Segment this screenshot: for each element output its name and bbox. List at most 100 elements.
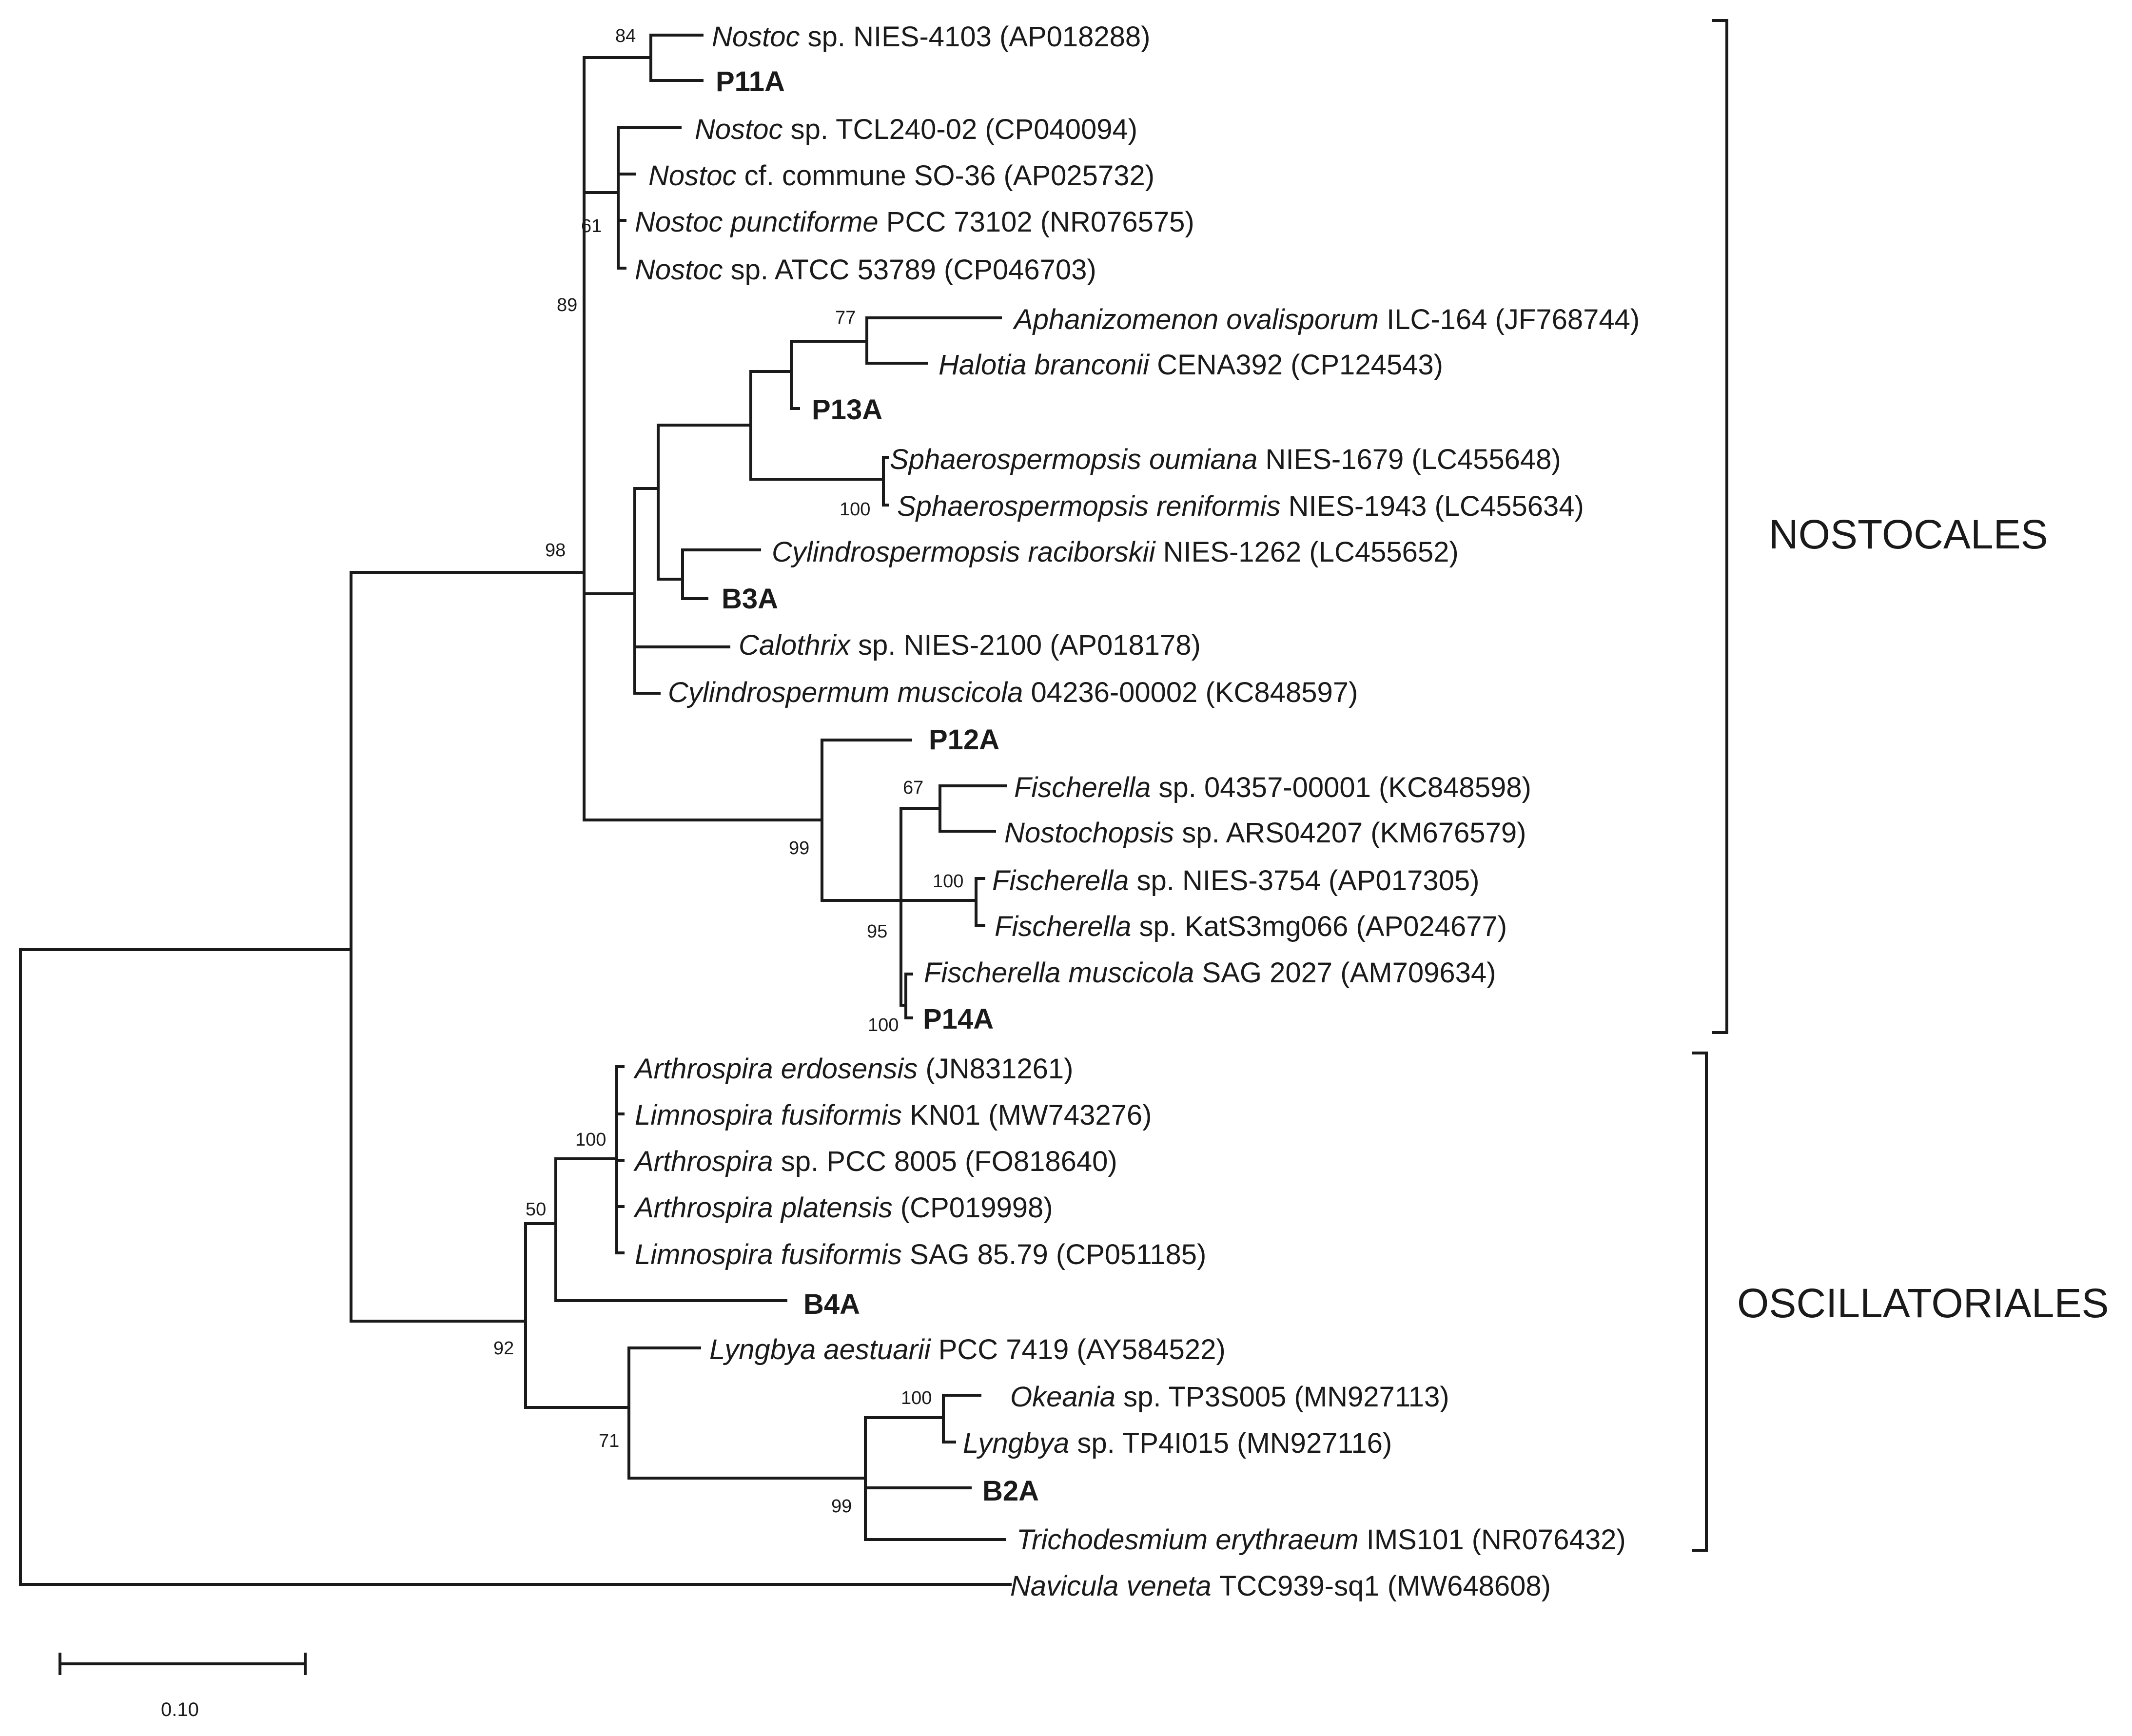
taxon-label: Nostoc sp. ATCC 53789 (CP046703) <box>635 254 1096 286</box>
taxon-species-name: Nostoc <box>648 160 737 192</box>
taxon-species-name: Aphanizomenon ovalisporum <box>1013 304 1379 335</box>
taxon-strain-accession: NIES-1679 (LC455648) <box>1257 444 1561 475</box>
branch <box>657 424 752 581</box>
taxon-strain-accession: sp. KatS3mg066 (AP024677) <box>1131 911 1507 942</box>
sample-label: P12A <box>929 724 999 756</box>
taxon-strain-accession: cf. commune SO-36 (AP025732) <box>737 160 1155 192</box>
branch <box>554 1157 787 1302</box>
taxon-strain-accession: PCC 73102 (NR076575) <box>879 206 1194 238</box>
bootstrap-values: 84 61 89 77 100 98 67 100 99 95 100 100 … <box>493 26 963 1517</box>
taxon-strain-accession: CENA392 (CP124543) <box>1149 349 1443 381</box>
branch <box>790 340 868 373</box>
branch <box>649 34 704 82</box>
branch <box>821 739 912 902</box>
taxon-label: Navicula veneta TCC939-sq1 (MW648608) <box>1010 1570 1551 1602</box>
taxon-strain-accession: sp. NIES-3754 (AP017305) <box>1129 865 1479 897</box>
taxon-label: Trichodesmium erythraeum IMS101 (NR07643… <box>1017 1524 1626 1556</box>
taxon-label: Arthrospira platensis (CP019998) <box>633 1192 1053 1224</box>
bootstrap-value: 67 <box>903 778 923 798</box>
taxon-label: Arthrospira erdosensis (JN831261) <box>633 1053 1073 1085</box>
bootstrap-value: 100 <box>901 1388 932 1408</box>
taxon-species-name: Nostochopsis <box>1004 817 1174 849</box>
clade-brackets: NOSTOCALES OSCILLATORIALES <box>1692 19 2109 1552</box>
taxon-species-name: Nostoc <box>712 21 800 53</box>
branch <box>583 191 823 821</box>
taxon-strain-accession: sp. 04357-00001 (KC848598) <box>1151 772 1531 803</box>
taxon-strain-accession: KN01 (MW743276) <box>902 1099 1152 1131</box>
branch <box>882 456 889 507</box>
taxon-strain-accession: B4A <box>803 1288 860 1320</box>
oscillatoriales-label: OSCILLATORIALES <box>1737 1280 2109 1326</box>
taxon-label: Fischerella sp. KatS3mg066 (AP024677) <box>995 911 1507 942</box>
sample-label: B2A <box>982 1475 1039 1507</box>
taxon-strain-accession: sp. TCL240-02 (CP040094) <box>783 114 1138 145</box>
bootstrap-value: 95 <box>867 921 887 942</box>
taxon-label: Sphaerospermopsis reniformis NIES-1943 (… <box>897 490 1584 522</box>
branch <box>749 370 885 481</box>
taxon-species-name: Arthrospira platensis <box>633 1192 893 1224</box>
taxon-label: Nostoc sp. TCL240-02 (CP040094) <box>695 114 1137 145</box>
taxon-label: Calothrix sp. NIES-2100 (AP018178) <box>739 629 1201 661</box>
bootstrap-value: 100 <box>575 1130 606 1150</box>
taxon-label: Sphaerospermopsis oumiana NIES-1679 (LC4… <box>890 444 1561 475</box>
taxon-species-name: Nostoc <box>635 254 723 286</box>
taxon-species-name: Nostoc punctiforme <box>635 206 879 238</box>
bootstrap-value: 89 <box>557 295 577 315</box>
branch <box>942 1394 981 1443</box>
taxon-strain-accession: sp. PCC 8005 (FO818640) <box>773 1146 1117 1177</box>
taxon-strain-accession: sp. NIES-2100 (AP018178) <box>850 629 1201 661</box>
taxon-label: Fischerella sp. NIES-3754 (AP017305) <box>992 865 1479 897</box>
branch <box>864 1416 1006 1541</box>
taxon-species-name: Cylindrospermum muscicola <box>668 677 1023 708</box>
taxon-label: Limnospira fusiformis SAG 85.79 (CP05118… <box>635 1239 1206 1270</box>
taxon-species-name: Trichodesmium erythraeum <box>1017 1524 1359 1556</box>
scale-bar-line <box>59 1653 307 1675</box>
branch <box>524 1222 630 1409</box>
taxon-strain-accession: sp. TP4I015 (MN927116) <box>1069 1427 1392 1459</box>
taxon-label: Nostoc cf. commune SO-36 (AP025732) <box>648 160 1154 192</box>
taxon-species-name: Fischerella <box>995 911 1131 942</box>
taxon-strain-accession: (JN831261) <box>918 1053 1073 1085</box>
branch <box>904 973 913 1019</box>
sample-label: P13A <box>812 394 882 426</box>
taxon-strain-accession: P12A <box>929 724 999 756</box>
taxon-label: Halotia branconii CENA392 (CP124543) <box>939 349 1443 381</box>
branch <box>19 948 1012 1586</box>
branch <box>617 126 682 270</box>
taxon-species-name: Fischerella <box>1014 772 1151 803</box>
taxon-species-name: Halotia branconii <box>939 349 1150 381</box>
branch <box>615 1065 625 1254</box>
taxon-label: Aphanizomenon ovalisporum ILC-164 (JF768… <box>1013 304 1640 335</box>
taxon-label: Cylindrospermopsis raciborskii NIES-1262… <box>772 536 1459 568</box>
taxon-species-name: Lyngbya <box>963 1427 1069 1459</box>
taxon-strain-accession: NIES-1262 (LC455652) <box>1155 536 1458 568</box>
bootstrap-value: 61 <box>581 216 602 236</box>
bootstrap-value: 99 <box>831 1496 852 1517</box>
bootstrap-value: 84 <box>615 26 636 46</box>
taxon-label: Okeania sp. TP3S005 (MN927113) <box>1010 1381 1449 1413</box>
taxon-strain-accession: B2A <box>982 1475 1039 1507</box>
taxon-species-name: Arthrospira erdosensis <box>633 1053 918 1085</box>
nostocales-bracket <box>1712 19 1728 1034</box>
taxon-species-name: Cylindrospermopsis raciborskii <box>772 536 1156 568</box>
taxon-strain-accession: sp. NIES-4103 (AP018288) <box>800 21 1151 53</box>
branch <box>865 316 1002 365</box>
taxon-species-name: Lyngbya aestuarii <box>709 1334 932 1365</box>
bootstrap-value: 92 <box>493 1338 514 1359</box>
taxon-strain-accession: NIES-1943 (LC455634) <box>1281 490 1584 522</box>
taxon-strain-accession: 04236-00002 (KC848597) <box>1023 677 1358 708</box>
taxon-strain-accession: ILC-164 (JF768744) <box>1379 304 1640 335</box>
taxon-strain-accession: sp. ARS04207 (KM676579) <box>1174 817 1526 849</box>
taxon-species-name: Navicula veneta <box>1010 1570 1212 1602</box>
branch <box>583 56 652 194</box>
taxon-label: Nostochopsis sp. ARS04207 (KM676579) <box>1004 817 1526 849</box>
scale-bar: 0.10 <box>59 1653 307 1720</box>
taxon-strain-accession: SAG 2027 (AM709634) <box>1194 957 1496 989</box>
taxon-species-name: Nostoc <box>695 114 783 145</box>
taxon-species-name: Arthrospira <box>633 1146 773 1177</box>
bootstrap-value: 100 <box>840 499 870 520</box>
branch <box>939 784 1007 833</box>
taxon-label: Fischerella muscicola SAG 2027 (AM709634… <box>924 957 1496 989</box>
sample-label: P14A <box>923 1003 994 1035</box>
